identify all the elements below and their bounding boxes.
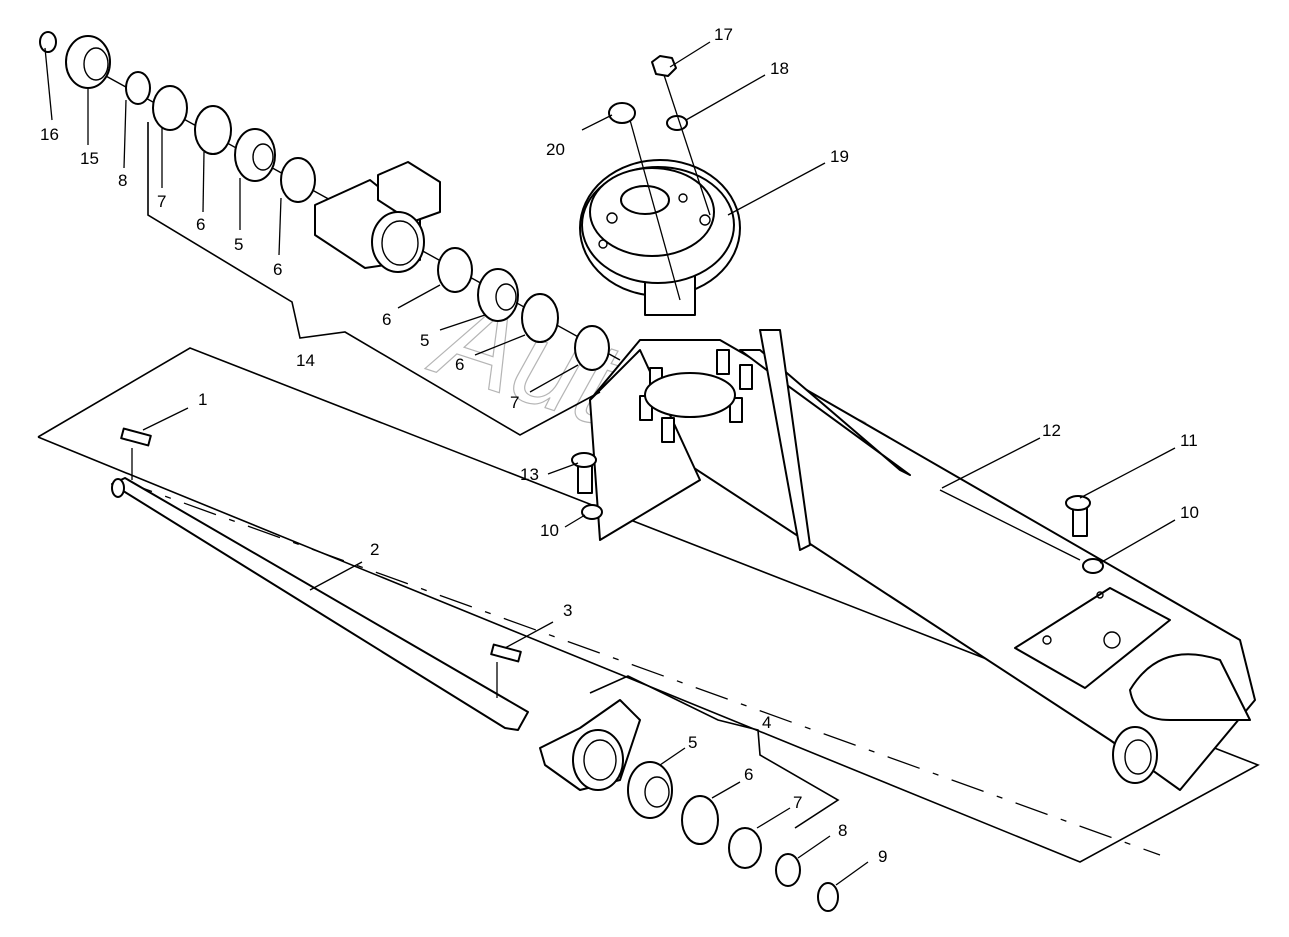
key-part-1 [120,427,152,447]
callout-3: 3 [563,601,572,620]
callout-13: 13 [520,465,539,484]
callout-6-a: 6 [196,215,205,234]
washer-part-18 [666,115,688,131]
callout-20: 20 [546,140,565,159]
nut-part-17 [651,55,677,77]
washer-part-8-lower [775,853,801,887]
bracket-part-14 [147,122,601,436]
pillow-block-part-4 [539,699,641,791]
callout-14: 14 [296,351,315,370]
bolt-part-11 [1065,495,1091,537]
washer-part-10-right [1082,558,1104,574]
callout-16: 16 [40,125,59,144]
callout-6-e: 6 [744,765,753,784]
callout-7-c: 7 [793,793,802,812]
snap-ring-part-7-lower [728,827,762,869]
leader-lines [44,41,1176,886]
callout-15: 15 [80,149,99,168]
callout-7-a: 7 [157,192,166,211]
main-frame-outline [37,347,1260,863]
arm-frame-part-12 [589,329,1256,791]
callout-6-b: 6 [273,260,282,279]
callout-1: 1 [198,390,207,409]
shaft-part-2 [111,477,529,731]
bolt-part-13 [571,452,597,494]
pillow-block-upper [314,161,441,273]
callout-5-upper: 5 [234,235,243,254]
callout-8-upper: 8 [118,171,127,190]
callout-6-d: 6 [455,355,464,374]
callout-2: 2 [370,540,379,559]
callout-12: 12 [1042,421,1061,440]
ring-part-20 [608,102,636,124]
key-part-3 [490,643,522,663]
callout-5-lower: 5 [688,733,697,752]
callout-6-c: 6 [382,310,391,329]
lower-shaft-assembly [111,427,839,912]
callout-4: 4 [762,713,771,732]
callout-10-left: 10 [540,521,559,540]
gear-part-15 [65,35,111,89]
callout-11: 11 [1180,431,1198,450]
callout-8-lower: 8 [838,821,847,840]
bearing-part-5-mid [477,268,519,322]
shim-part-6-lower [681,795,719,845]
hub-part-19 [579,159,741,316]
callout-10-right: 10 [1180,503,1199,522]
callout-19: 19 [830,147,849,166]
bearing-part-5-lower [627,761,673,819]
clip-part-9 [817,882,839,912]
upper-shaft-assembly [39,31,621,371]
callout-5-mid: 5 [420,331,429,350]
bearing-part-5-upper [234,128,276,182]
callout-7-b: 7 [510,393,519,412]
callouts: 1 2 3 4 5 5 5 6 6 6 6 6 7 7 7 8 8 9 10 1… [40,25,1199,866]
bracket-part-4 [589,675,840,829]
callout-9: 9 [878,847,887,866]
washer-part-10-left [581,504,603,520]
callout-18: 18 [770,59,789,78]
callout-17: 17 [714,25,733,44]
